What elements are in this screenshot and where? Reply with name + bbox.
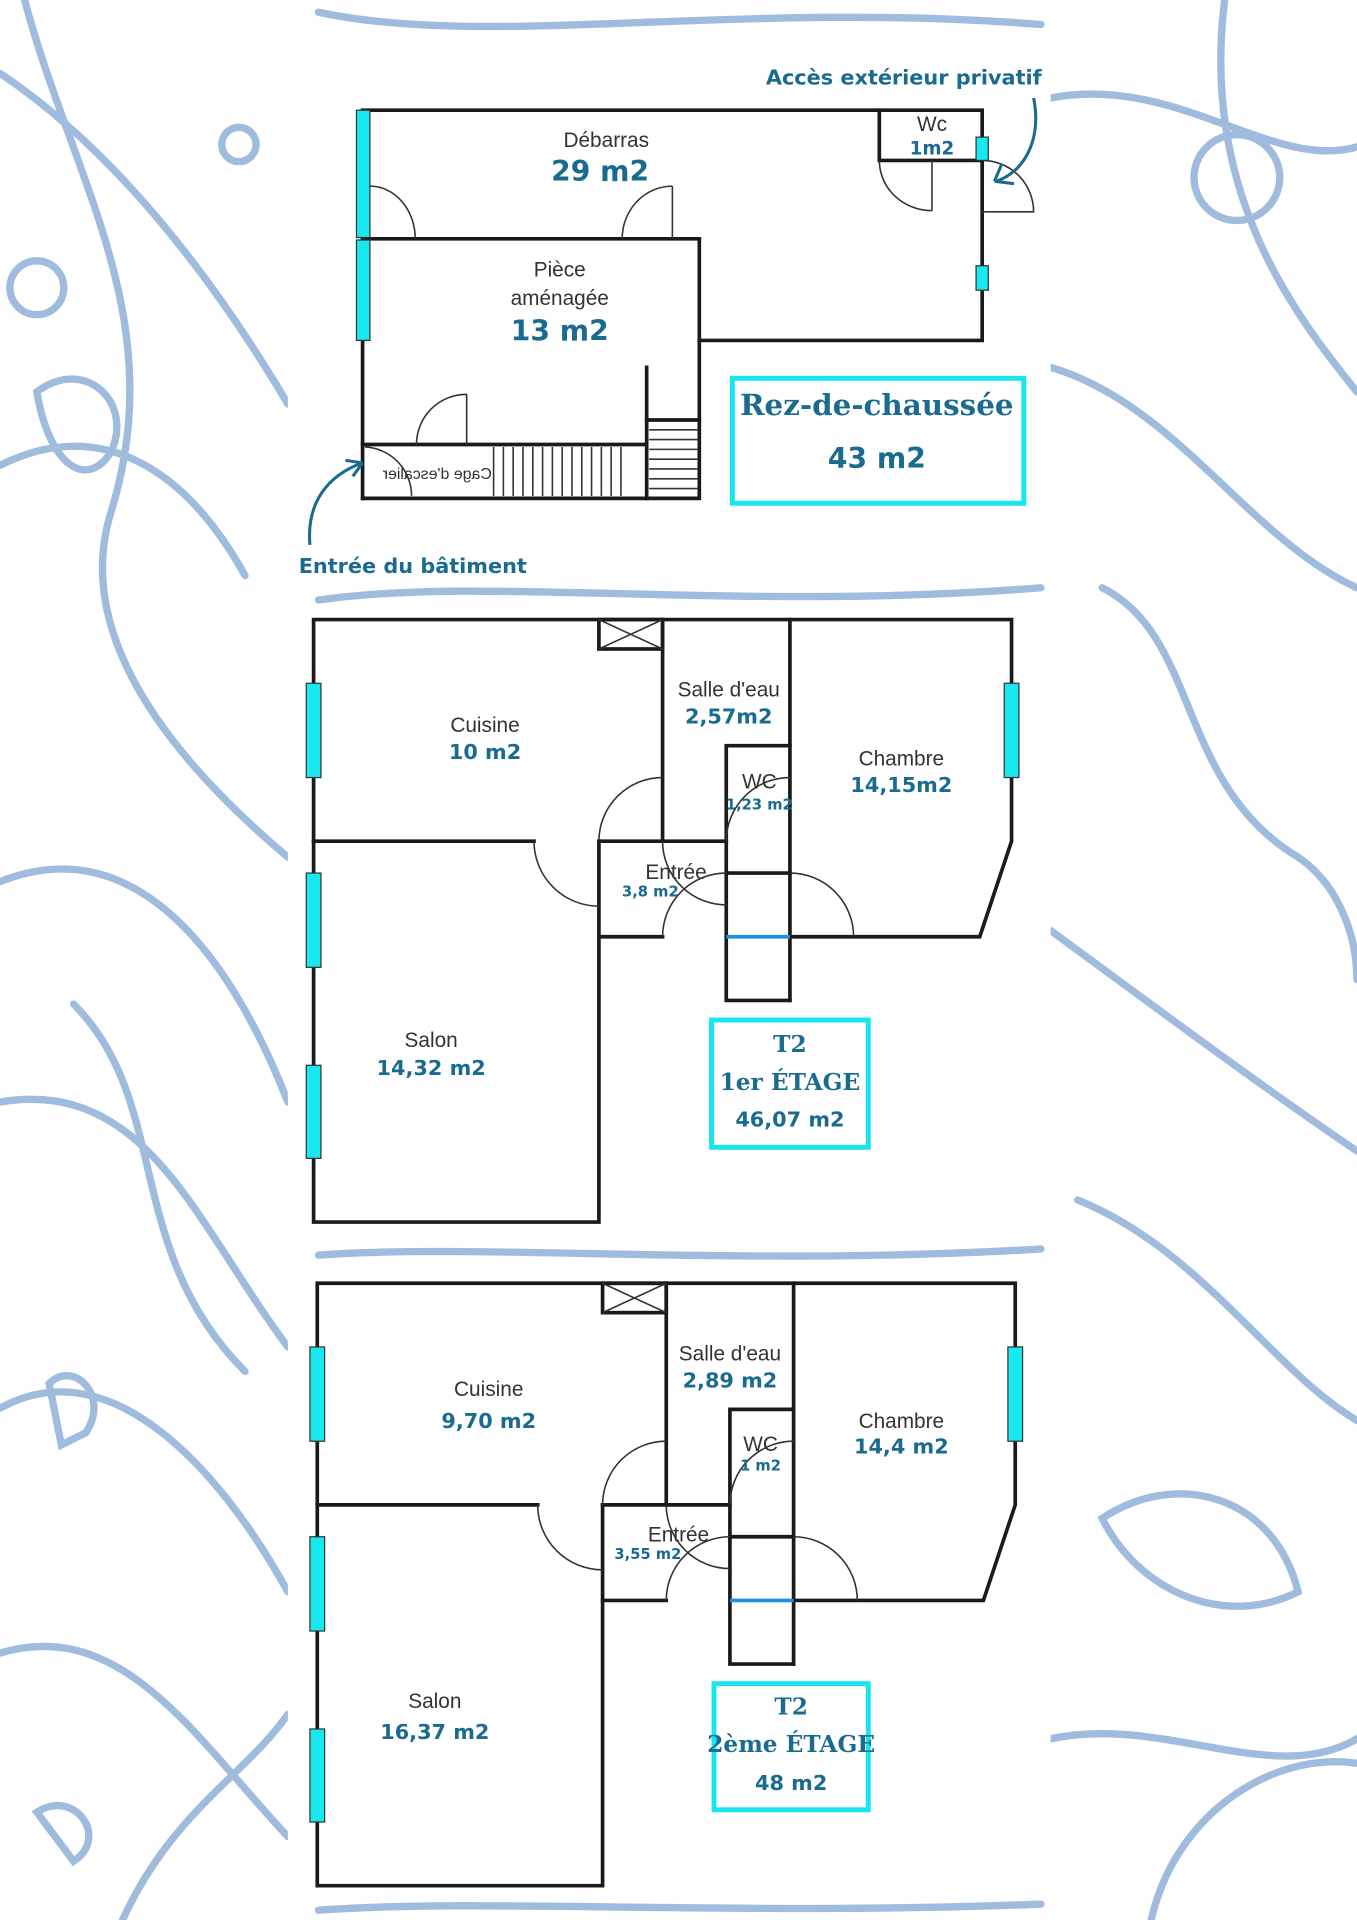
room-label-entree: Entrée xyxy=(648,1524,709,1547)
second-floor-plan: Cuisine 9,70 m2 Salle d'eau 2,89 m2 WC 1… xyxy=(308,1281,1025,1888)
room-area-salon: 16,37 m2 xyxy=(380,1720,489,1744)
room-label-cuisine: Cuisine xyxy=(450,714,519,737)
building-entrance-annotation: Entrée du bâtiment xyxy=(299,554,527,578)
room-label-salle-eau: Salle d'eau xyxy=(679,1342,781,1365)
first-floor-plan: Cuisine 10 m2 Salle d'eau 2,57m2 WC 1,23… xyxy=(304,617,1021,1224)
room-area-cuisine: 9,70 m2 xyxy=(441,1409,536,1433)
room-label-debarras: Débarras xyxy=(563,129,649,152)
room-label-cuisine: Cuisine xyxy=(454,1378,523,1401)
first-floor-total-area: 46,07 m2 xyxy=(735,1108,844,1132)
room-area-entree: 3,8 m2 xyxy=(622,883,679,900)
room-area-salle-eau: 2,57m2 xyxy=(685,705,772,729)
room-area-piece: 13 m2 xyxy=(511,314,609,347)
room-label-chambre: Chambre xyxy=(859,1410,945,1433)
room-area-entree: 3,55 m2 xyxy=(614,1546,681,1563)
ground-floor-total-area: 43 m2 xyxy=(828,442,926,475)
second-floor-total-area: 48 m2 xyxy=(755,1771,827,1795)
room-label-wc: Wc xyxy=(917,113,947,136)
ground-floor-title: Rez-de-chaussée xyxy=(740,387,1013,422)
room-label-salon: Salon xyxy=(405,1029,458,1052)
room-label-wc: WC xyxy=(742,771,777,794)
room-area-debarras: 29 m2 xyxy=(551,155,649,188)
room-label-piece-line1: Pièce xyxy=(534,259,586,282)
second-floor-level: 2ème ÉTAGE xyxy=(707,1729,875,1758)
room-area-chambre: 14,4 m2 xyxy=(854,1434,949,1458)
room-area-chambre: 14,15m2 xyxy=(850,773,952,797)
first-floor-level: 1er ÉTAGE xyxy=(720,1067,861,1096)
room-label-salon: Salon xyxy=(408,1690,461,1713)
room-area-wc: 1m2 xyxy=(910,138,955,159)
room-label-entree: Entrée xyxy=(645,861,706,884)
ground-floor-plan: Débarras 29 m2 Pièce aménagée 13 m2 Wc 1… xyxy=(299,65,1043,578)
room-area-wc: 1 m2 xyxy=(740,1458,781,1475)
room-area-cuisine: 10 m2 xyxy=(449,740,521,764)
private-access-annotation: Accès extérieur privatif xyxy=(766,65,1043,89)
stairwell-label: Cage d'escalier xyxy=(382,466,492,483)
second-floor-summary-box xyxy=(711,1681,871,1813)
private-access-arrow xyxy=(996,97,1038,183)
room-label-chambre: Chambre xyxy=(859,747,945,770)
room-label-wc: WC xyxy=(743,1433,778,1456)
room-area-salon: 14,32 m2 xyxy=(377,1056,486,1080)
room-label-salle-eau: Salle d'eau xyxy=(678,679,780,702)
room-label-piece-line2: aménagée xyxy=(511,287,609,310)
first-floor-summary-box xyxy=(709,1017,871,1150)
room-area-salle-eau: 2,89 m2 xyxy=(683,1368,778,1392)
building-entrance-arrow xyxy=(308,461,364,546)
room-area-wc: 1,23 m2 xyxy=(726,796,793,813)
ground-floor-summary-box xyxy=(729,375,1027,506)
second-floor-type: T2 xyxy=(774,1693,807,1720)
first-floor-type: T2 xyxy=(773,1031,806,1058)
